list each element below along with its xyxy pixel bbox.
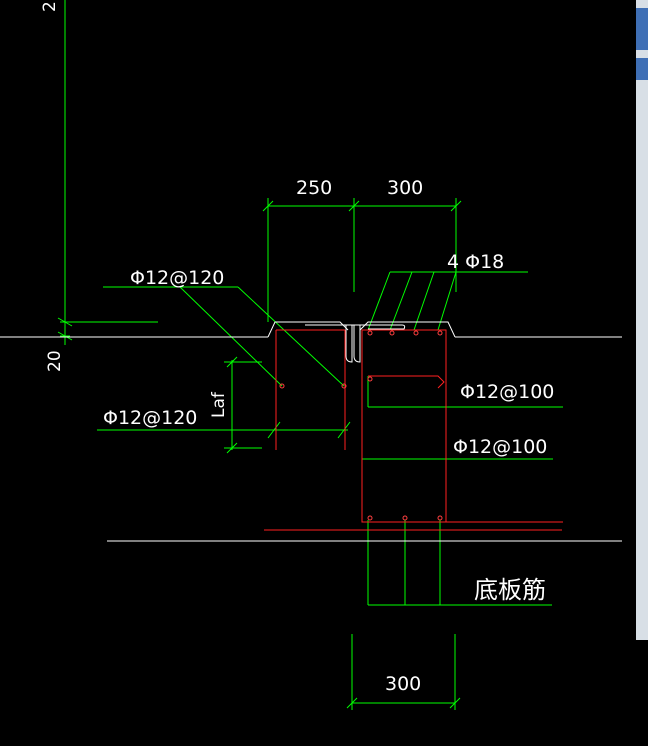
side-panel-block [636,58,648,80]
dimension-lines [57,0,563,710]
dim-bottom: 300 [385,673,421,695]
label-phi12-120-left: Φ12@120 [103,407,197,429]
label-4phi18: 4 Φ18 [447,251,504,273]
dim-top-left: 250 [296,177,332,199]
label-phi12-100-a: Φ12@100 [460,381,554,403]
rebar-dots [279,330,443,521]
rebar-lines [264,329,563,531]
side-panel [636,0,648,640]
dim-top-right: 300 [387,177,423,199]
label-bottom-rebar: 底板筋 [474,576,546,604]
label-laf: Laf [209,391,229,418]
label-phi12-120-top: Φ12@120 [130,267,224,289]
dim-vertical-top: 2 [40,1,60,12]
concrete-outline [0,321,622,542]
label-phi12-100-b: Φ12@100 [453,436,547,458]
side-panel-block [636,8,648,50]
dim-vertical-20: 20 [45,350,65,372]
hook-detail [305,324,406,363]
